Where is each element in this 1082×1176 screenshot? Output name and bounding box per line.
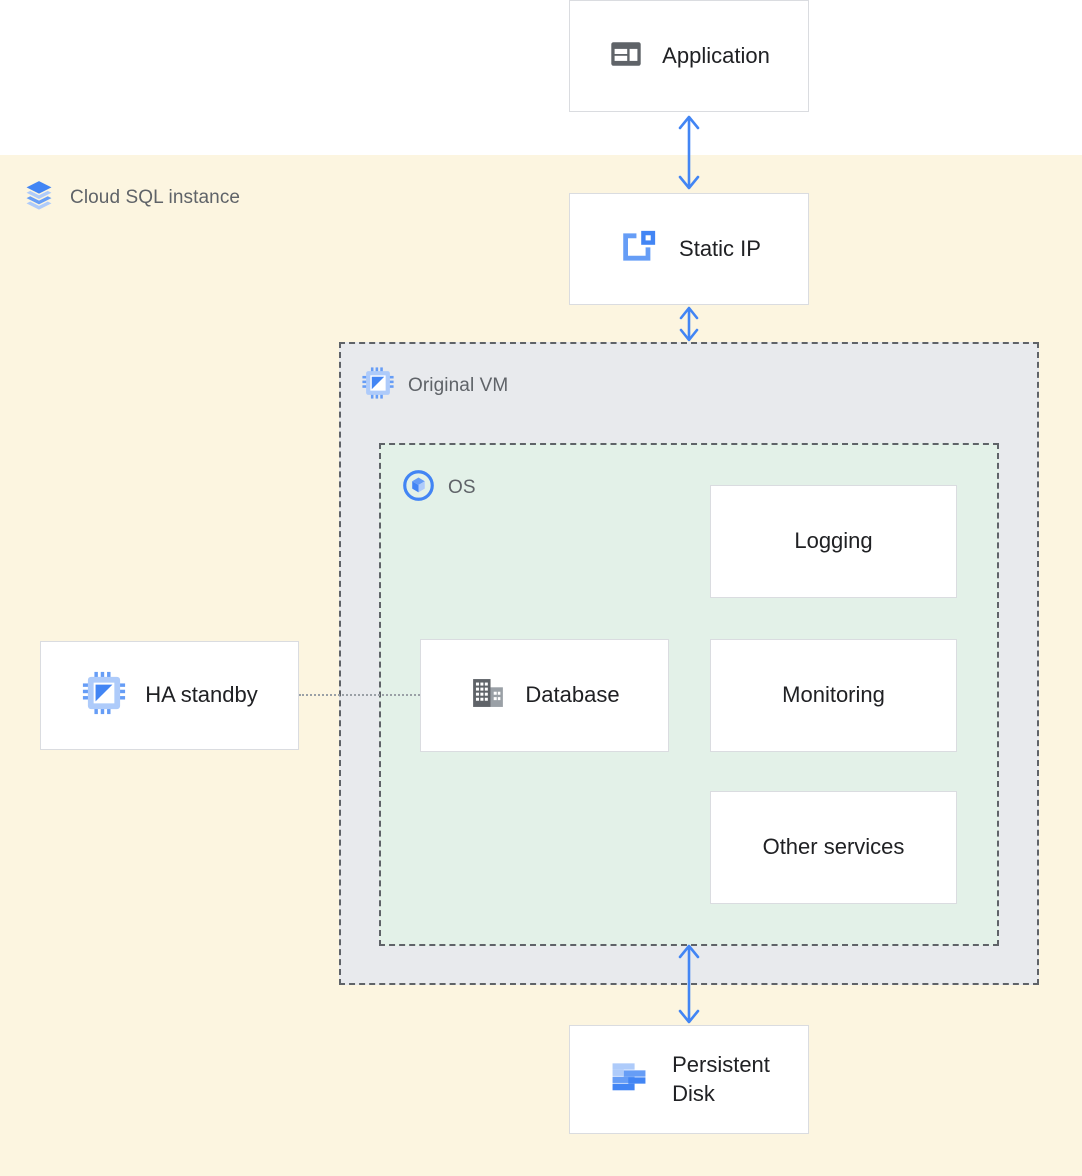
node-static-ip-label: Static IP — [679, 235, 761, 261]
cloud-sql-label-text: Cloud SQL instance — [70, 186, 241, 208]
node-monitoring[interactable]: Monitoring — [710, 639, 957, 752]
node-persistent-disk[interactable]: Persistent Disk — [569, 1025, 809, 1134]
node-database[interactable]: Database — [420, 639, 669, 752]
node-logging-label: Logging — [794, 528, 873, 554]
original-vm-label: Original VM — [361, 366, 508, 405]
arrow-application-static-ip — [665, 111, 713, 199]
node-database-label: Database — [525, 682, 620, 708]
database-building-icon — [469, 674, 507, 717]
cloud-sql-layers-icon — [22, 178, 56, 217]
arrow-static-ip-vm — [665, 304, 713, 349]
node-application[interactable]: Application — [569, 0, 809, 112]
node-persistent-disk-label-line1: Persistent — [672, 1052, 770, 1078]
node-monitoring-label: Monitoring — [782, 682, 885, 708]
arrow-vm-persistent-disk — [665, 940, 713, 1033]
node-static-ip[interactable]: Static IP — [569, 193, 809, 305]
node-persistent-disk-label: Persistent Disk — [672, 1051, 770, 1107]
node-logging[interactable]: Logging — [710, 485, 957, 598]
vm-chip-icon — [361, 366, 395, 405]
node-ha-standby[interactable]: HA standby — [40, 641, 299, 750]
static-ip-icon — [617, 225, 661, 274]
connector-ha-standby-database — [299, 694, 420, 696]
node-ha-standby-label: HA standby — [145, 682, 258, 708]
os-circle-icon — [402, 469, 435, 507]
vm-chip-icon — [81, 670, 127, 721]
os-label: OS — [402, 469, 476, 507]
original-vm-label-text: Original VM — [408, 374, 509, 396]
node-other-services-label: Other services — [762, 834, 905, 860]
application-window-icon — [608, 36, 644, 77]
node-application-label: Application — [662, 42, 770, 68]
os-label-text: OS — [448, 477, 476, 498]
node-persistent-disk-label-line2: Disk — [672, 1080, 715, 1106]
persistent-disk-icon — [608, 1056, 650, 1103]
cloud-sql-region-label: Cloud SQL instance — [22, 178, 240, 217]
node-other-services[interactable]: Other services — [710, 791, 957, 904]
